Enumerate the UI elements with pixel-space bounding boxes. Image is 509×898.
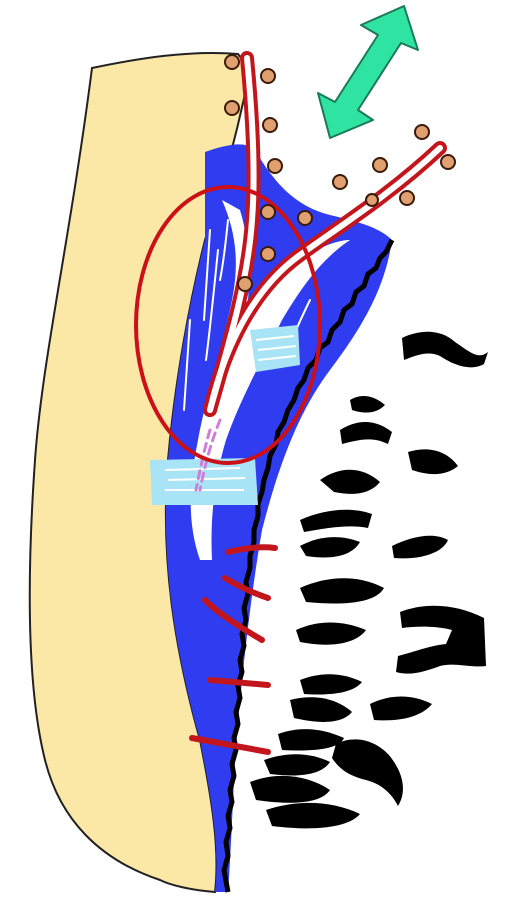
cell-dot — [298, 211, 312, 225]
cell-dot — [261, 69, 275, 83]
cell-dot — [373, 158, 387, 172]
cell-dot — [333, 175, 347, 189]
cell-dot — [400, 191, 414, 205]
glyph-stroke — [300, 510, 372, 532]
glyph-stroke — [340, 422, 392, 444]
cell-dot — [366, 194, 378, 206]
cell-dot — [261, 247, 275, 261]
glyph-stroke — [320, 470, 380, 494]
cell-dot — [261, 205, 275, 219]
glyph-stroke — [300, 537, 360, 557]
glyph-stroke — [396, 606, 486, 674]
cell-dot — [441, 155, 455, 169]
cell-dot — [415, 125, 429, 139]
cell-dot — [263, 118, 277, 132]
glyph-stroke — [392, 536, 448, 559]
glyph-stroke — [402, 332, 488, 368]
glyph-stroke — [332, 739, 403, 806]
cell-dot — [268, 159, 282, 173]
glyph-stroke — [278, 729, 344, 750]
glyph-stroke — [370, 697, 432, 721]
glyph-stroke — [266, 803, 360, 828]
glyph-stroke — [250, 776, 330, 803]
cell-dot — [225, 55, 239, 69]
cell-dot — [238, 277, 252, 291]
glyph-stroke — [264, 754, 330, 775]
double-headed-arrow-icon — [318, 6, 418, 138]
glyph-stroke — [300, 674, 362, 694]
cell-dot — [225, 101, 239, 115]
glyph-stroke — [296, 623, 366, 645]
glyph-stroke — [290, 697, 352, 722]
glyph-stroke — [350, 396, 385, 413]
glyph-stroke — [300, 578, 384, 603]
glyph-stroke — [408, 449, 458, 474]
